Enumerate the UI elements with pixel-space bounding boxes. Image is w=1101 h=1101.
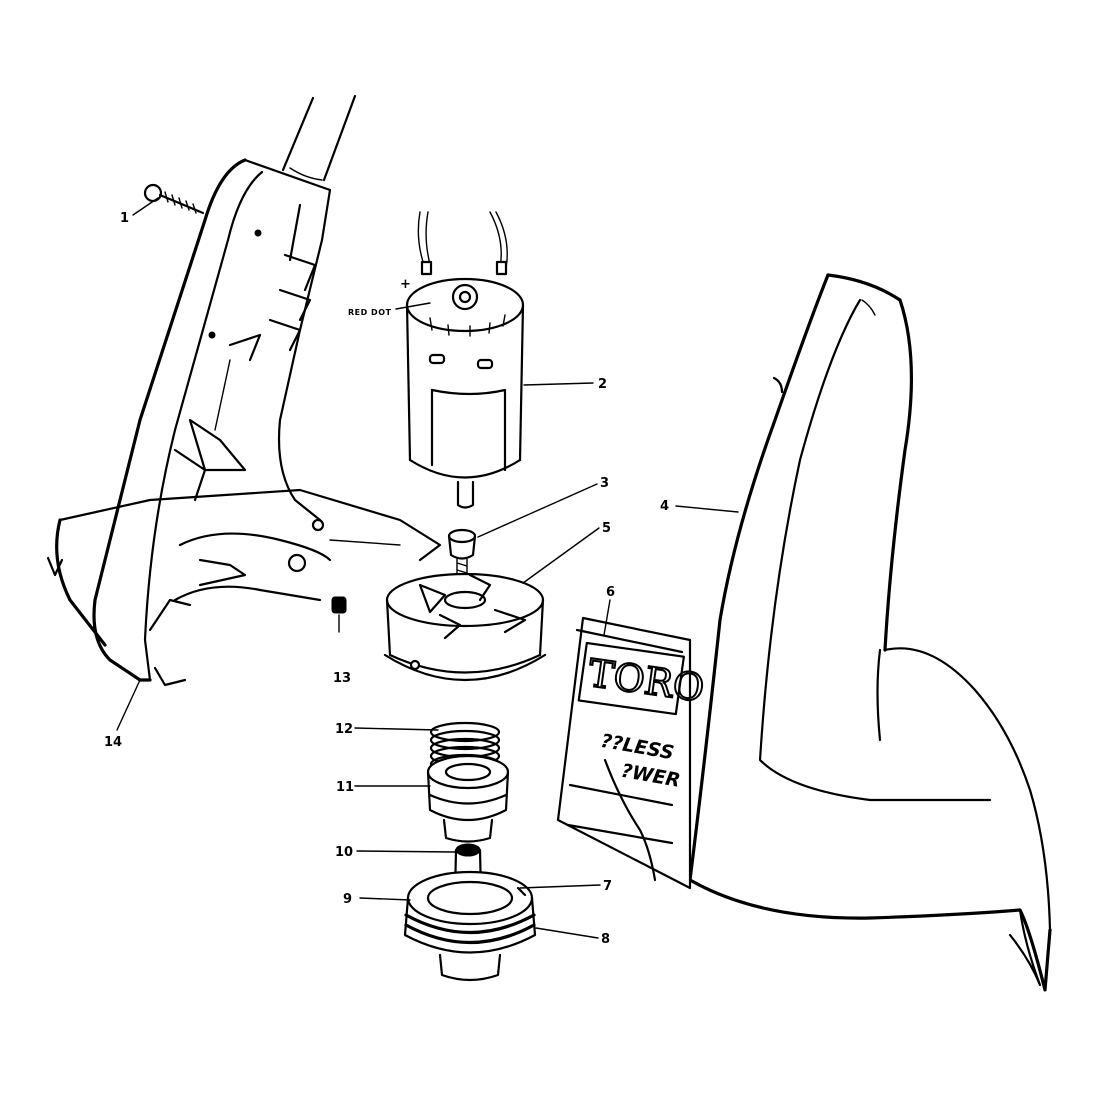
hub-assembly-part [403,870,537,982]
decal-part: TORO ??LESS ?WER [556,616,708,890]
callout-3: 3 [600,476,609,491]
callout-6: 6 [606,585,615,600]
motor-part [405,211,525,509]
callout-2: 2 [598,377,607,392]
bushing-part [447,528,477,581]
plus-sign-label: + [400,277,411,292]
callout-1: 1 [120,211,129,226]
left-housing [46,94,442,687]
callout-12: 12 [335,722,353,737]
callout-13: 13 [333,671,351,686]
callout-9: 9 [343,892,352,907]
screw-part [143,183,205,215]
callout-5: 5 [602,521,611,536]
set-screw-part [331,596,347,614]
fan-housing-part [383,572,547,682]
red-dot-label: RED DOT [348,308,391,317]
callout-10: 10 [335,845,353,860]
callout-8: 8 [601,932,610,947]
leader-lines [116,197,739,939]
callout-4: 4 [660,499,669,514]
right-housing [688,273,1052,992]
callout-11: 11 [336,780,354,795]
callout-14: 14 [104,735,122,750]
callout-7: 7 [603,879,612,894]
bearing-part [426,754,510,843]
